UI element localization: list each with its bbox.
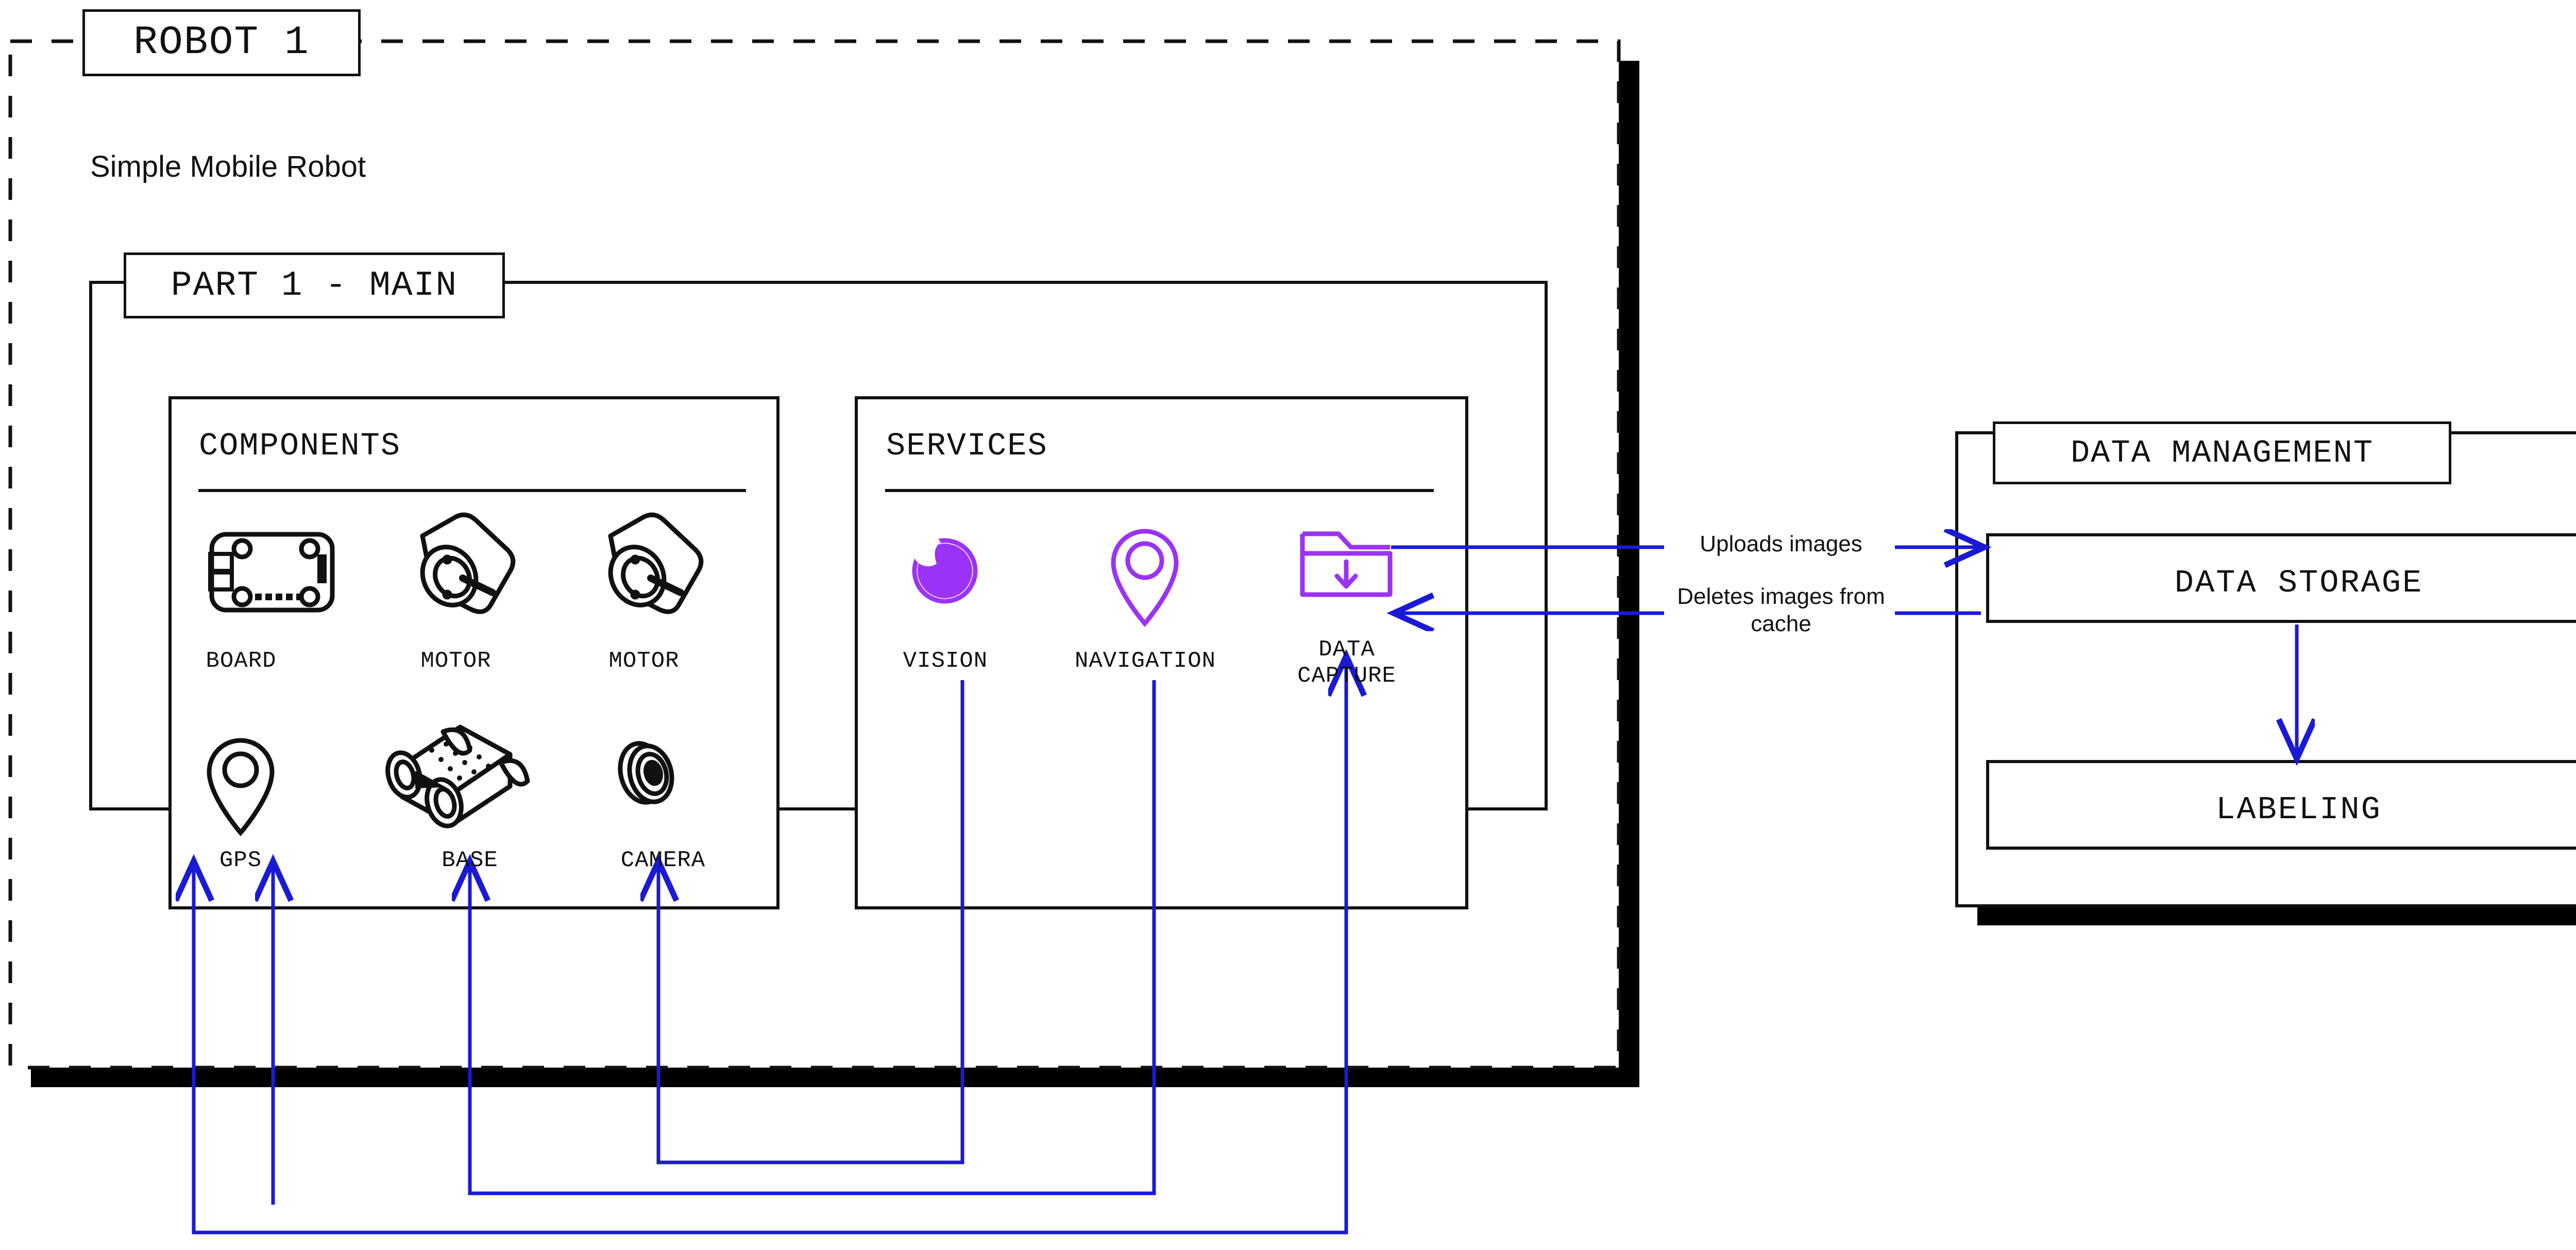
robot-title: ROBOT 1 xyxy=(133,20,310,65)
navigation-to-base-wire xyxy=(470,680,1156,1195)
labeling-label: LABELING xyxy=(2216,791,2382,828)
eye-icon xyxy=(912,535,978,604)
service-label-navigation: NAVIGATION xyxy=(1074,648,1216,674)
data-management-title: DATA MANAGEMENT xyxy=(2070,434,2374,471)
circuit-board-icon xyxy=(208,532,335,613)
component-wire-stubs xyxy=(273,865,1154,1205)
data-storage-label: DATA STORAGE xyxy=(2174,565,2424,601)
service-label-data-capture: DATA CAPTURE xyxy=(1297,637,1396,689)
component-label-board: BOARD xyxy=(206,648,277,674)
components-panel xyxy=(168,396,779,909)
component-label-gps: GPS xyxy=(219,848,262,873)
data-capture-to-gps-wire xyxy=(194,660,1346,1235)
data-management-title-chip: DATA MANAGEMENT xyxy=(1993,421,2451,484)
data-storage-box xyxy=(1986,533,2576,623)
edge-label-uploads-images: Uploads images xyxy=(1667,531,1895,558)
rover-base-icon xyxy=(385,724,530,829)
map-pin-icon xyxy=(207,738,275,836)
part-title-chip: PART 1 - MAIN xyxy=(124,252,505,318)
map-pin-icon xyxy=(1111,529,1179,627)
component-label-motor-1: MOTOR xyxy=(420,648,492,674)
robot-title-chip: ROBOT 1 xyxy=(82,9,361,76)
component-label-base: BASE xyxy=(442,848,498,873)
part-title: PART 1 - MAIN xyxy=(171,265,458,306)
edge-label-deletes-images: Deletes images from cache xyxy=(1667,583,1895,638)
services-heading: SERVICES xyxy=(886,428,1048,464)
motor-icon xyxy=(420,512,516,614)
service-label-vision: VISION xyxy=(903,648,988,674)
motor-icon xyxy=(608,512,704,614)
component-label-motor-2: MOTOR xyxy=(608,648,680,674)
vision-to-camera-wire xyxy=(658,680,964,1164)
component-label-camera: CAMERA xyxy=(620,848,706,873)
camera-lens-icon xyxy=(618,741,674,805)
robot-subtitle: Simple Mobile Robot xyxy=(90,150,366,183)
labeling-box xyxy=(1986,760,2576,850)
components-heading: COMPONENTS xyxy=(199,428,401,464)
